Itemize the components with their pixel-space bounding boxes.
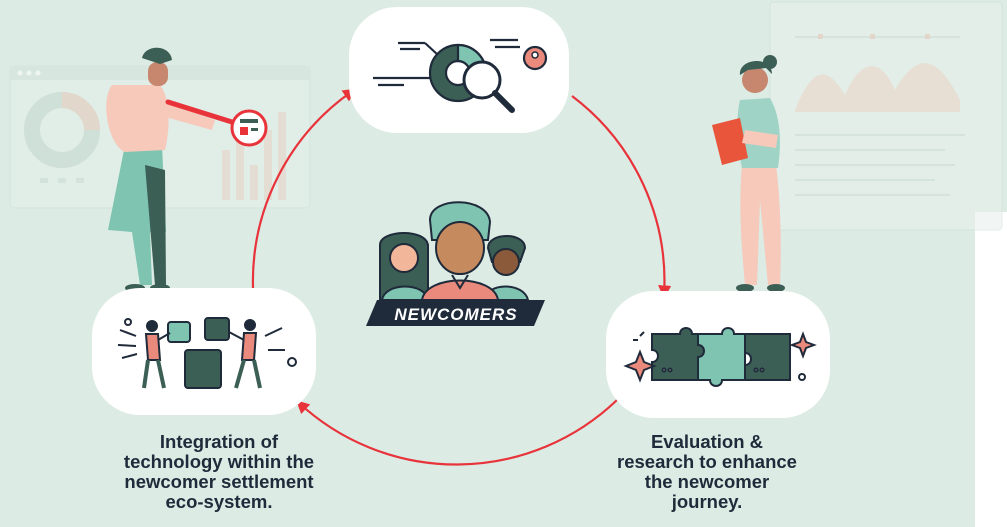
caption-evaluation-line: Evaluation & bbox=[650, 431, 764, 452]
right-report-illustration bbox=[769, 1, 1003, 231]
caption-evaluation-line: research to enhance bbox=[617, 451, 797, 472]
caption-integration: Integration of technology within the new… bbox=[104, 432, 334, 512]
caption-integration-line: technology within the bbox=[123, 451, 315, 472]
newcomers-label: NEWCOMERS bbox=[366, 300, 545, 326]
node-evaluation bbox=[606, 291, 830, 418]
caption-integration-line: eco-system. bbox=[165, 491, 273, 512]
node-integration bbox=[92, 288, 316, 415]
woman-reading-illustration bbox=[712, 55, 785, 292]
group-of-people-icon bbox=[379, 201, 530, 301]
caption-evaluation: Evaluation & research to enhance the new… bbox=[592, 432, 822, 512]
people-assembling-blocks-icon bbox=[117, 317, 297, 389]
node-research bbox=[349, 7, 569, 133]
arrow-right-to-left bbox=[296, 399, 618, 466]
caption-evaluation-line: journey. bbox=[671, 491, 743, 512]
caption-integration-line: newcomer settlement bbox=[124, 471, 314, 492]
caption-integration-line: Integration of bbox=[159, 431, 279, 452]
research-magnifier-icon bbox=[373, 38, 548, 113]
puzzle-pieces-icon bbox=[623, 327, 817, 387]
arrow-left-to-top bbox=[251, 88, 357, 289]
caption-evaluation-line: the newcomer bbox=[644, 471, 770, 492]
arrow-top-to-right bbox=[571, 95, 672, 299]
cycle-arrows bbox=[251, 88, 672, 466]
newcomers-text: NEWCOMERS bbox=[394, 305, 517, 324]
